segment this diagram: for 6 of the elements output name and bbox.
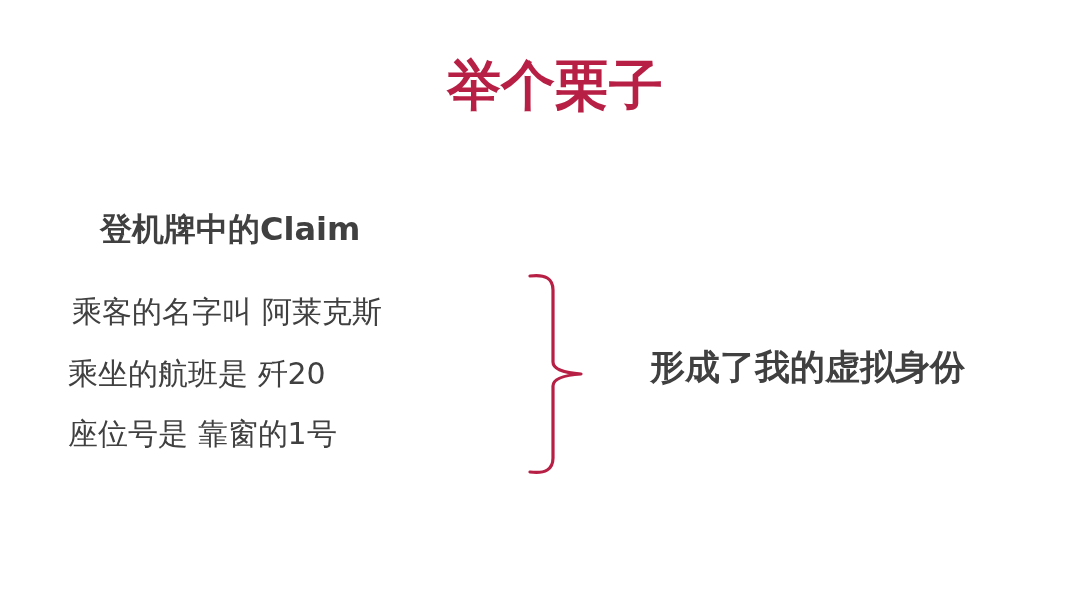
list-text: 座位号是 靠窗的1号 [68,417,337,452]
result-text: 形成了我的虚拟身份 [650,347,965,388]
list-text: 乘坐的航班是 歼20 [68,357,326,392]
list-text: 乘客的名字叫 阿莱克斯 [72,295,382,330]
title: 举个栗子 [447,55,663,118]
section-heading: 登机牌中的Claim [100,211,361,248]
